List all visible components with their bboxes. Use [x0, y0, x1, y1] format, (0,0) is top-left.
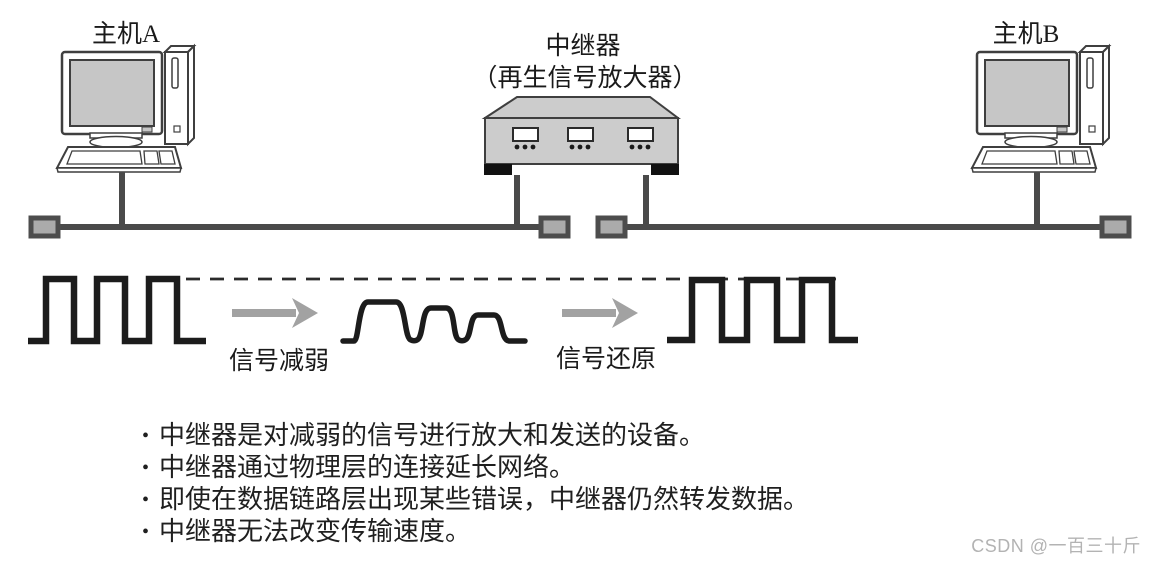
note-item-1: • 中继器是对减弱的信号进行放大和发送的设备。	[142, 420, 809, 452]
repeater-display-3	[627, 127, 654, 142]
signal-restore-arrow-icon	[562, 298, 638, 328]
note-text-3: 即使在数据链路层出现某些错误，中继器仍然转发数据。	[159, 485, 810, 514]
signal-weaken-label: 信号减弱	[228, 348, 330, 375]
bullet-icon: •	[142, 521, 150, 543]
signal-weaken-arrow-icon	[232, 298, 318, 328]
bus-segment-left	[28, 215, 571, 239]
note-text-4: 中继器无法改变传输速度。	[159, 517, 472, 546]
host-a-computer	[55, 44, 196, 174]
repeater-device-icon	[481, 96, 681, 229]
terminator-left-1	[28, 215, 61, 239]
repeater-display-panels	[512, 127, 654, 150]
host-a-label: 主机A	[91, 21, 161, 48]
repeater-right-foot	[651, 164, 679, 175]
terminator-left-2	[538, 215, 571, 239]
repeater-indicator-dots	[514, 144, 651, 150]
signal-restore-label: 信号还原	[555, 346, 657, 373]
note-item-4: • 中继器无法改变传输速度。	[142, 516, 809, 548]
square-wave-original	[28, 275, 206, 345]
note-item-3: • 即使在数据链路层出现某些错误，中继器仍然转发数据。	[142, 484, 809, 516]
repeater-display-2	[567, 127, 594, 142]
repeater-top-face	[481, 96, 681, 119]
attenuated-wave	[340, 299, 528, 344]
repeater-title: 中继器	[545, 33, 621, 60]
note-text-2: 中继器通过物理层的连接延长网络。	[159, 453, 576, 482]
bus-segment-right	[595, 215, 1132, 239]
bullet-icon: •	[142, 489, 150, 511]
note-item-2: • 中继器通过物理层的连接延长网络。	[142, 452, 809, 484]
repeater-subtitle: （再生信号放大器）	[472, 65, 698, 92]
terminator-right-1	[595, 215, 628, 239]
square-wave-restored	[667, 276, 858, 344]
host-b-label: 主机B	[992, 21, 1060, 48]
repeater-display-1	[512, 127, 539, 142]
terminator-right-2	[1099, 215, 1132, 239]
bullet-icon: •	[142, 457, 150, 479]
repeater-left-foot	[484, 164, 512, 175]
note-text-1: 中继器是对减弱的信号进行放大和发送的设备。	[159, 421, 706, 450]
repeater-notes-list: • 中继器是对减弱的信号进行放大和发送的设备。 • 中继器通过物理层的连接延长网络。…	[142, 420, 809, 548]
bullet-icon: •	[142, 425, 150, 447]
csdn-watermark: CSDN @一百三十斤	[971, 536, 1141, 556]
host-b-computer	[970, 44, 1111, 174]
